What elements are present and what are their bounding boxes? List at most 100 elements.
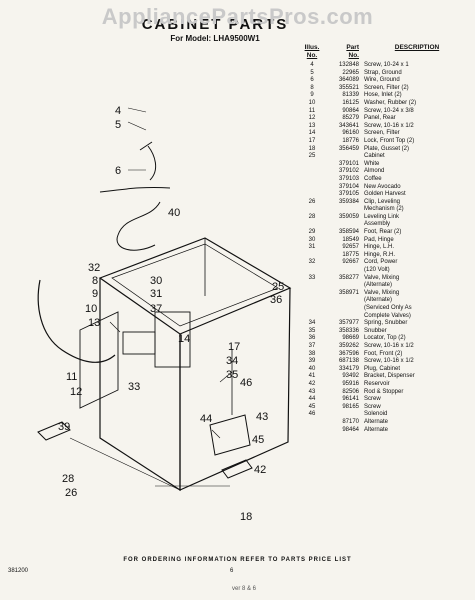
part-no-cell: 379103 [338,175,359,182]
part-no-cell [324,153,364,161]
description-cell: Hinge, R.H. [364,251,396,258]
description-cell: Mechanism (2) [364,206,404,213]
part-no-cell [324,221,364,229]
illus-no-cell: 25 [308,153,316,160]
part-no-cell: 355521 [338,84,359,91]
description-cell: (Alternate) [364,282,393,289]
leader-line [127,121,147,131]
illus-no-cell: 44 [308,396,316,403]
description-cell: Reservoir [364,380,390,387]
callout-6: 6 [115,165,121,177]
illus-no-cell: 34 [308,320,316,327]
page-title: CABINET PARTS [141,16,289,33]
callout-9: 9 [92,288,98,300]
callout-30: 30 [150,275,162,287]
parts-table-header: Illus. No. Part No. DESCRIPTION [300,44,470,60]
callout-34: 34 [226,355,238,367]
table-row: Complete Valves) [300,313,470,321]
illus-no-cell: 40 [308,365,316,372]
illus-no-cell [300,191,324,199]
description-cell: Plug, Cabinet [364,365,401,372]
callout-33: 33 [128,381,140,393]
part-no-cell: 82506 [342,388,359,395]
illus-no-cell [300,184,324,192]
part-no-cell: 18776 [342,137,359,144]
description-cell: Cord, Power [364,259,398,266]
description-cell: Spring, Snubber [364,320,408,327]
ground-strap [139,141,157,181]
ordering-note: FOR ORDERING INFORMATION REFER TO PARTS … [123,557,352,563]
part-no-cell: 356459 [338,145,359,152]
callout-25: 25 [272,281,284,293]
description-cell: Complete Valves) [364,312,411,319]
illus-no-cell: 8 [310,84,314,91]
illus-no-cell [300,297,324,305]
illus-no-cell [300,161,324,169]
front-foot [221,459,253,479]
illus-no-cell [300,176,324,184]
description-cell: Screw, 10-16 x 1/2 [364,358,414,365]
callout-42: 42 [254,464,266,476]
callout-37: 37 [150,303,162,315]
illus-no-cell: 26 [308,198,316,205]
leader-line [211,429,221,439]
callout-45: 45 [252,434,264,446]
callout-11: 11 [66,371,77,383]
callout-32: 32 [88,262,100,274]
description-cell: Alternate [364,426,389,433]
illus-no-cell: 18 [308,145,316,152]
callout-35: 35 [226,369,238,381]
rear-panel-sheet [79,311,119,409]
description-cell: (120 Volt) [364,267,390,274]
illus-no-cell: 29 [308,229,316,236]
callout-36: 36 [270,294,282,306]
description-cell: Clip, Leveling [364,198,401,205]
description-cell: (Serviced Only As [364,305,412,311]
table-row: Assembly [300,221,470,229]
illus-no-cell: 41 [308,373,316,380]
callout-39: 39 [58,421,70,433]
callout-10: 10 [85,303,97,315]
table-row: (120 Volt) [300,267,470,275]
part-no-cell [324,411,364,419]
callout-28: 28 [62,473,74,485]
part-no-cell: 98165 [342,403,359,410]
callout-4: 4 [115,105,121,117]
description-cell: (Alternate) [364,297,393,304]
illus-no-cell [300,313,324,321]
cabinet-right-side [179,287,291,491]
description-cell: Alternate [364,418,389,425]
part-no-cell: 358336 [338,327,359,334]
callout-13: 13 [88,317,100,329]
part-no-cell: 90864 [342,107,359,114]
description-cell: Valve, Mixing [364,289,400,296]
description-cell: White [364,160,380,167]
part-no-cell [324,206,364,214]
illus-no-cell: 6 [310,77,314,84]
table-row: (Alternate) [300,297,470,305]
callout-26: 26 [65,487,77,499]
part-no-cell: 98464 [342,426,359,433]
part-no-cell: 367596 [338,350,359,357]
part-no-cell: 98669 [342,335,359,342]
illus-no-cell [300,290,324,298]
callout-5: 5 [115,119,121,131]
illus-no-cell: 12 [308,115,316,122]
